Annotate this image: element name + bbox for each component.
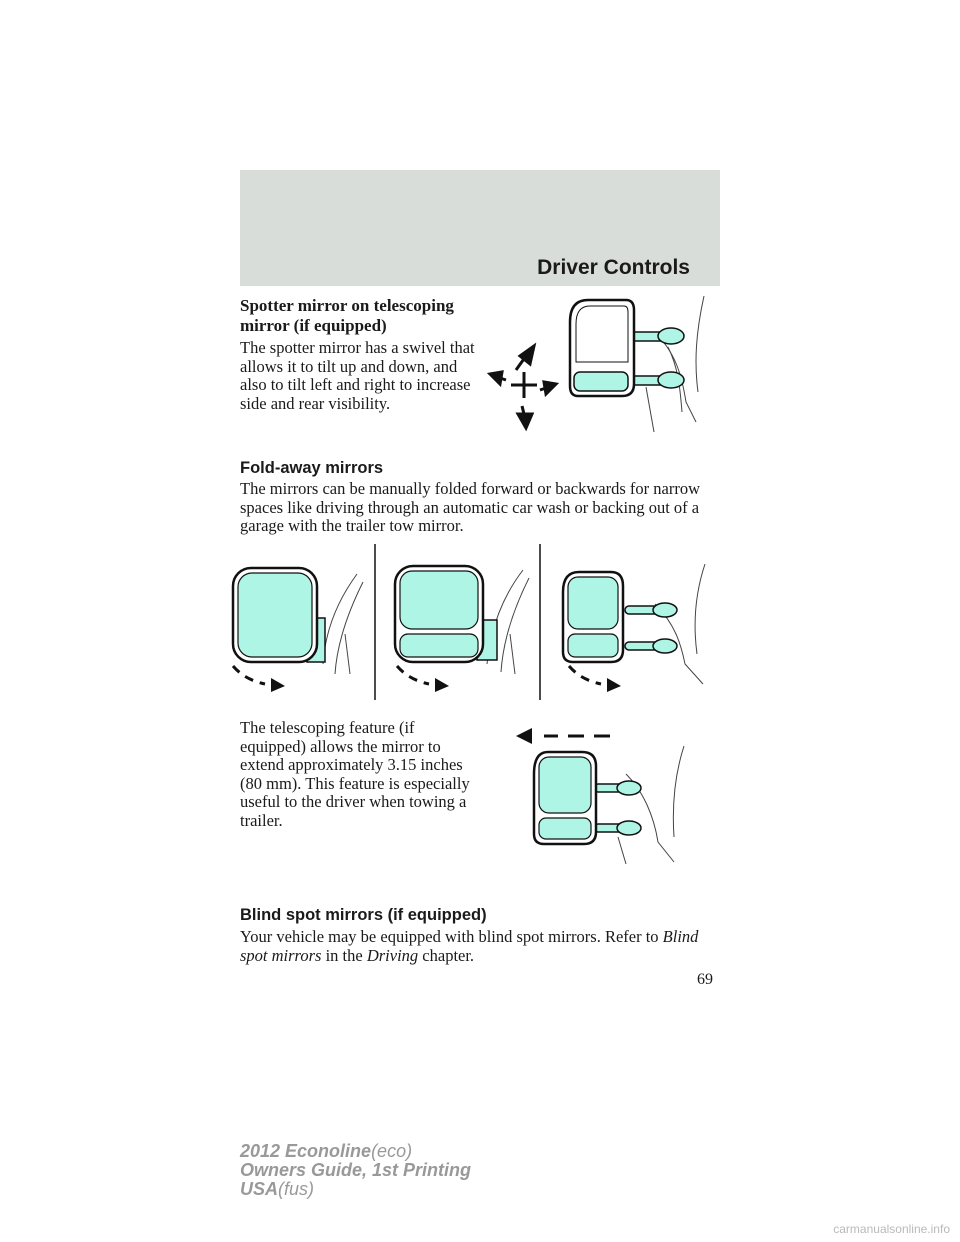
spotter-mirror-illustration xyxy=(486,295,705,432)
blindspot-reference-link: Blind xyxy=(662,927,699,946)
page-number: 69 xyxy=(697,971,713,988)
spotter-body: The spotter mirror has a swivel that all… xyxy=(240,338,475,413)
foldaway-heading: Fold-away mirrors xyxy=(240,459,384,477)
foldaway-body: The mirrors can be manually folded forwa… xyxy=(240,479,700,536)
blindspot-body: Your vehicle may be equipped with blind … xyxy=(240,927,699,965)
spotter-heading: Spotter mirror on telescoping mirror (if… xyxy=(240,296,454,335)
section-header-band: Driver Controls xyxy=(240,170,720,286)
document-footer: 2012 Econoline(eco) Owners Guide, 1st Pr… xyxy=(240,1141,472,1199)
blindspot-heading: Blind spot mirrors (if equipped) xyxy=(240,906,487,924)
watermark: carmanualsonline.info xyxy=(833,1222,950,1236)
telescoping-mirror-illustration xyxy=(516,728,685,864)
telescoping-body: The telescoping feature (if equipped) al… xyxy=(240,718,470,830)
section-title: Driver Controls xyxy=(537,256,690,279)
foldaway-mirrors-illustration xyxy=(231,544,706,700)
driving-chapter-reference: Driving xyxy=(366,945,419,965)
